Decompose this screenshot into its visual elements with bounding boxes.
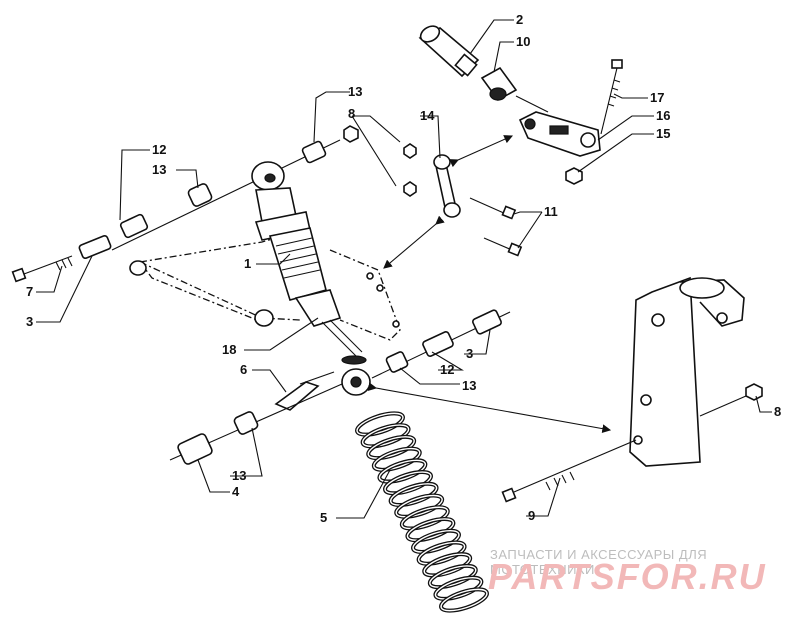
- callout-3-left: 3: [26, 314, 33, 329]
- callout-16: 16: [656, 108, 670, 123]
- shock-absorber: [251, 161, 363, 357]
- callout-2: 2: [516, 12, 523, 27]
- bellcrank-arm: [518, 111, 601, 157]
- nut-8-right: [699, 383, 763, 417]
- callout-labels: 2 10 17 13 8 14 16 15 12 13 11 1 7 3 18 …: [26, 12, 781, 525]
- callout-13-top: 13: [348, 84, 362, 99]
- spring-coil-highlight: [384, 471, 432, 494]
- callout-12-lower: 12: [440, 362, 454, 377]
- bolt-9: [501, 439, 637, 503]
- callout-6: 6: [240, 362, 247, 377]
- callout-8-top: 8: [348, 106, 355, 121]
- callout-5: 5: [320, 510, 327, 525]
- lower-bushings-left: [169, 383, 343, 465]
- callout-17: 17: [650, 90, 664, 105]
- frame-outline: [129, 227, 401, 341]
- upper-bushings: [111, 125, 359, 251]
- spring-coil-highlight: [423, 553, 471, 577]
- callout-7: 7: [26, 284, 33, 299]
- callout-8-right: 8: [774, 404, 781, 419]
- spring-coil-highlight: [401, 506, 449, 530]
- spring-coil-highlight: [378, 459, 427, 483]
- watermark-brand-logo: PARTSFOR.RU: [488, 556, 767, 597]
- spring-coil-highlight: [440, 588, 488, 612]
- pivot-shaft: [418, 25, 480, 78]
- callout-13-lower-left: 13: [232, 468, 246, 483]
- bolt-7: [11, 255, 73, 283]
- spring-coil-highlight: [406, 518, 455, 541]
- spring-coil-highlight: [417, 541, 466, 565]
- shock-washer: [341, 355, 367, 365]
- retainer-clip-6: [274, 371, 335, 411]
- bolts-11: [469, 197, 523, 257]
- spring-coil-highlight: [389, 483, 438, 506]
- callout-14: 14: [420, 108, 435, 123]
- spacer-3-left: [78, 234, 112, 260]
- callout-13-upper: 13: [152, 162, 166, 177]
- callout-12-upper: 12: [152, 142, 166, 157]
- spring-coil-highlight: [434, 576, 483, 600]
- leader-lines: [36, 19, 772, 519]
- spring-coil-highlight: [367, 436, 415, 459]
- pivot-bushing: [480, 66, 518, 102]
- callout-1: 1: [244, 256, 251, 271]
- callout-18: 18: [222, 342, 236, 357]
- spring-coil-highlight: [429, 565, 477, 588]
- shock-lower-eye: [341, 368, 371, 396]
- callout-15: 15: [656, 126, 670, 141]
- nut-8-upper: [403, 143, 417, 197]
- callout-9: 9: [528, 508, 535, 523]
- spring-coil-highlight: [395, 494, 443, 518]
- link-rod: [433, 154, 461, 218]
- mounting-bracket: [629, 276, 745, 467]
- lower-bushings-right: [371, 309, 511, 379]
- callout-10: 10: [516, 34, 530, 49]
- callout-4: 4: [232, 484, 240, 499]
- spring-coil-highlight: [373, 447, 421, 471]
- callout-13-lower-right: 13: [462, 378, 476, 393]
- coil-spring: [355, 411, 489, 613]
- assembly-arrows: [367, 135, 612, 433]
- watermark-tagline: ЗАПЧАСТИ И АКСЕССУАРЫ ДЛЯ МОТОТЕХНИКИ: [490, 547, 708, 577]
- callout-3-right: 3: [466, 346, 473, 361]
- callout-11: 11: [544, 204, 558, 219]
- bolt-17: [600, 59, 623, 135]
- spring-coil-highlight: [412, 530, 460, 553]
